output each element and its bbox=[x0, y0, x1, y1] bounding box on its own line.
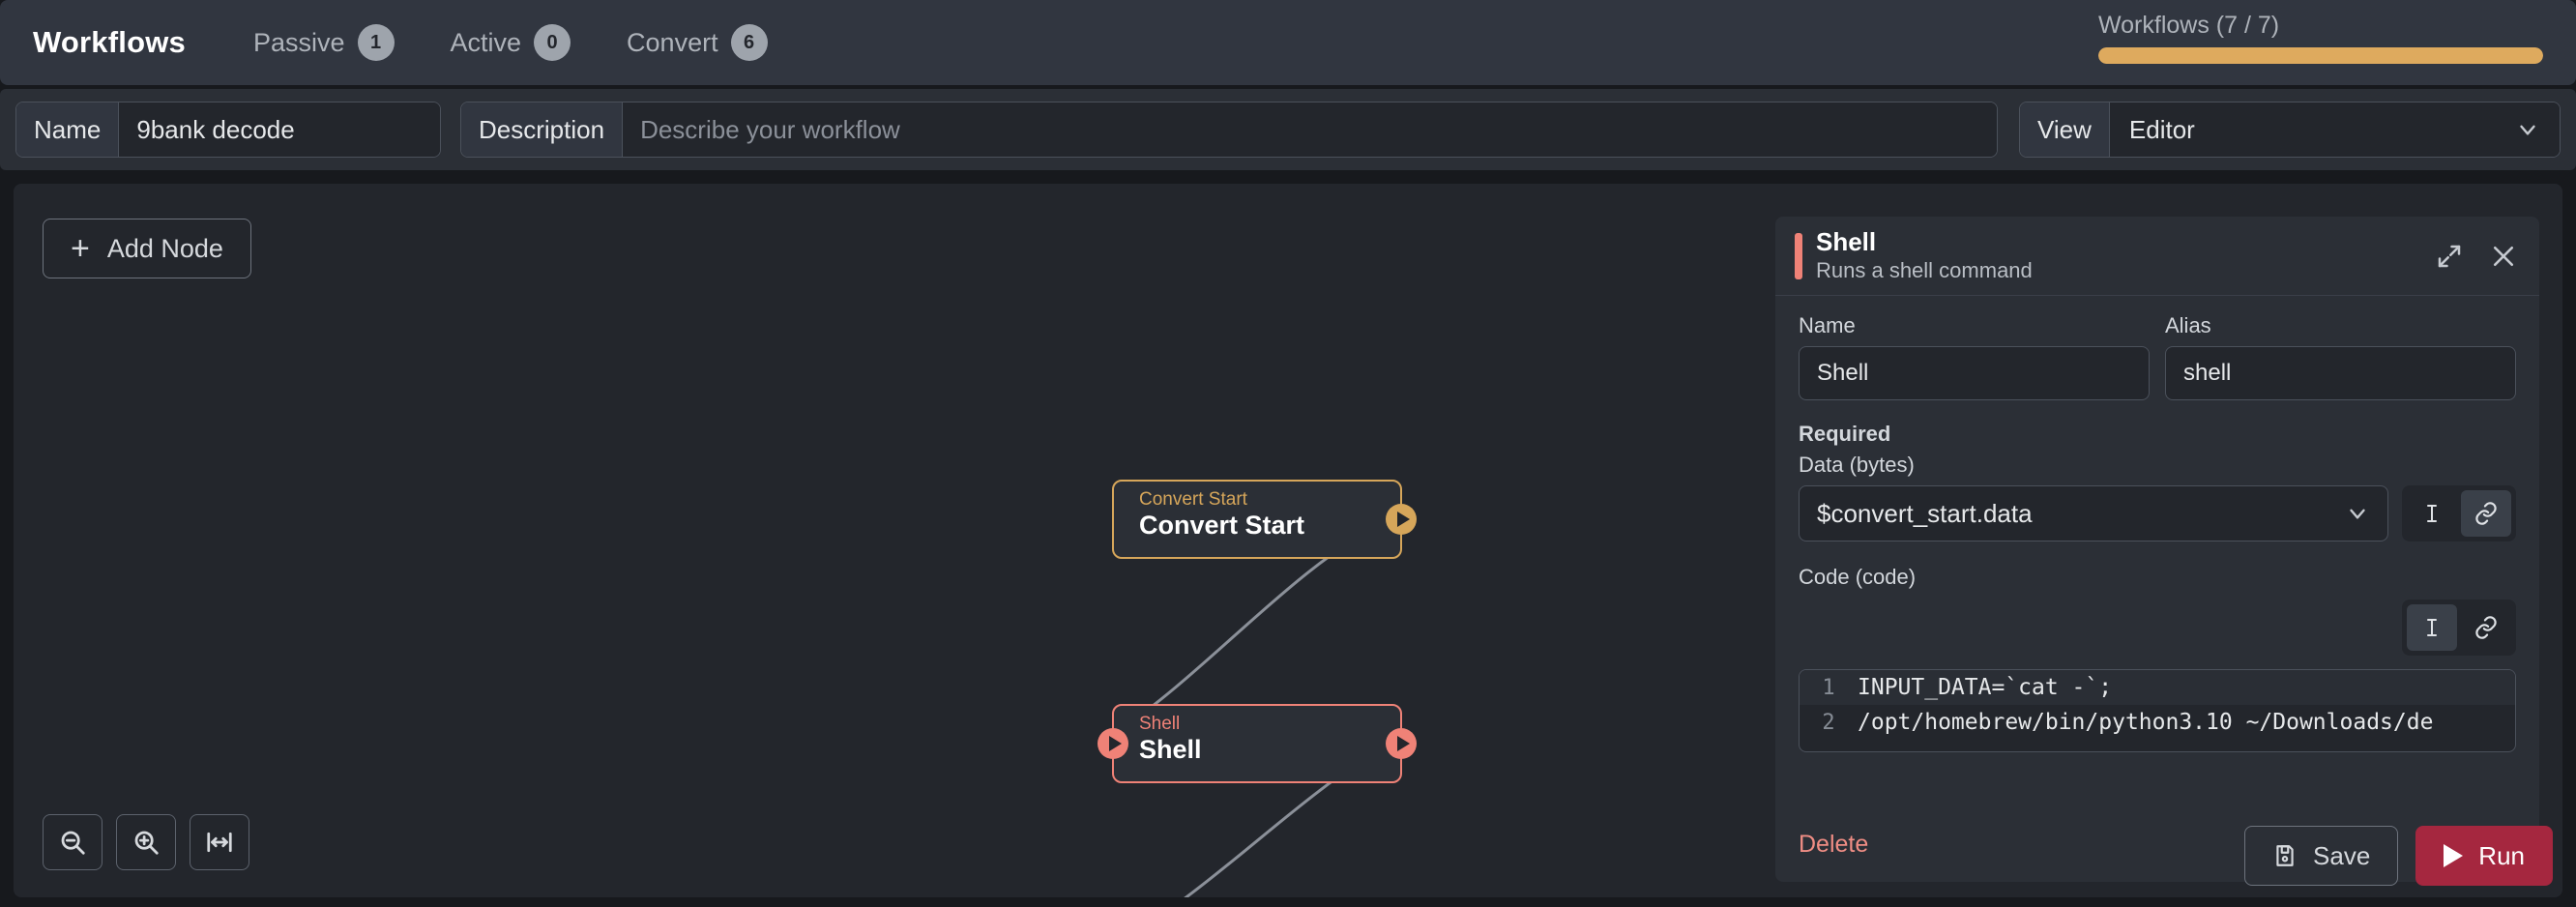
workflow-description-label: Description bbox=[461, 102, 624, 157]
nav-tab-convert[interactable]: Convert 6 bbox=[627, 24, 768, 61]
data-link-icon[interactable] bbox=[2461, 490, 2511, 537]
view-mode-field[interactable]: View Editor bbox=[2019, 102, 2561, 158]
inspector-header: Shell Runs a shell command bbox=[1775, 217, 2539, 296]
save-button-label: Save bbox=[2313, 840, 2371, 870]
inspector-name-input[interactable] bbox=[1799, 346, 2150, 400]
code-field-label: Code (code) bbox=[1799, 565, 1917, 589]
play-icon bbox=[2444, 844, 2464, 867]
node-shell-input-port[interactable] bbox=[1098, 728, 1128, 759]
run-button-label: Run bbox=[2478, 840, 2525, 870]
node-convert-start-type: Convert Start bbox=[1139, 489, 1247, 510]
workflow-name-label: Name bbox=[16, 102, 120, 157]
workflow-name-field[interactable]: Name bbox=[15, 102, 441, 158]
nav-tab-active[interactable]: Active 0 bbox=[451, 24, 571, 61]
app-brand-title: Workflows bbox=[33, 25, 186, 59]
fit-to-width-icon[interactable] bbox=[190, 814, 249, 870]
delete-node-button[interactable]: Delete bbox=[1799, 830, 1869, 858]
workflow-canvas[interactable]: + Add Node Convert Start Convert Start S… bbox=[14, 184, 2562, 897]
nav-tab-passive-count: 1 bbox=[357, 24, 395, 61]
editor-actions: Save Run bbox=[2244, 826, 2553, 886]
workflows-quota-progress-fill bbox=[2098, 47, 2543, 64]
zoom-in-icon[interactable] bbox=[116, 814, 176, 870]
workflows-quota-label: Workflows (7 / 7) bbox=[2098, 12, 2280, 39]
add-node-label: Add Node bbox=[106, 233, 223, 263]
save-button[interactable]: Save bbox=[2244, 826, 2399, 886]
data-value-text: $convert_start.data bbox=[1817, 498, 2033, 528]
workflow-description-input[interactable] bbox=[623, 102, 1997, 157]
workflows-quota-progress bbox=[2098, 47, 2543, 64]
workflow-description-field[interactable]: Description bbox=[460, 102, 1998, 158]
nav-tab-passive[interactable]: Passive 1 bbox=[253, 24, 395, 61]
node-convert-start[interactable]: Convert Start Convert Start bbox=[1112, 480, 1417, 559]
code-text-cursor-icon[interactable] bbox=[2407, 604, 2457, 651]
data-mode-toggle-group bbox=[2402, 485, 2516, 541]
workflow-name-input[interactable] bbox=[119, 102, 440, 157]
play-triangle-icon bbox=[1396, 736, 1410, 751]
inspector-alias-group: Alias bbox=[2165, 313, 2516, 400]
required-section-label: Required bbox=[1799, 422, 1891, 446]
node-shell-name: Shell bbox=[1139, 734, 1202, 764]
workflows-quota: Workflows (7 / 7) bbox=[2098, 12, 2543, 64]
data-field-label: Data (bytes) bbox=[1799, 453, 1915, 477]
nav-tab-convert-label: Convert bbox=[627, 27, 718, 57]
node-shell[interactable]: Shell Shell bbox=[1098, 704, 1417, 783]
view-mode-select[interactable]: Editor bbox=[2109, 102, 2560, 157]
play-triangle-icon bbox=[1396, 512, 1410, 527]
node-convert-start-output-port[interactable] bbox=[1386, 504, 1417, 535]
data-text-cursor-icon[interactable] bbox=[2407, 490, 2457, 537]
code-line-number: 2 bbox=[1822, 710, 1835, 735]
inspector-accent-bar bbox=[1795, 232, 1802, 279]
close-icon[interactable] bbox=[2489, 242, 2518, 271]
save-icon bbox=[2276, 845, 2294, 866]
chevron-down-icon bbox=[2520, 125, 2535, 135]
data-field-row: $convert_start.data bbox=[1799, 485, 2516, 541]
add-node-button[interactable]: + Add Node bbox=[43, 219, 251, 278]
code-editor[interactable]: 1 INPUT_DATA=`cat -`; 2 /opt/homebrew/bi… bbox=[1799, 669, 2516, 752]
chevron-down-icon bbox=[2350, 509, 2365, 519]
code-line[interactable]: 2 /opt/homebrew/bin/python3.10 ~/Downloa… bbox=[1800, 705, 2515, 740]
inspector-footer: Delete bbox=[1775, 806, 2539, 882]
inspector-body: Name Alias Required Data (bytes) $ bbox=[1775, 296, 2539, 806]
play-triangle-icon bbox=[1108, 736, 1122, 751]
nav-tab-active-label: Active bbox=[450, 27, 522, 57]
code-mode-toggle-row bbox=[1799, 600, 2516, 656]
code-mode-toggle-group bbox=[2402, 600, 2516, 656]
node-convert-start-name: Convert Start bbox=[1139, 510, 1305, 540]
inspector-alias-label: Alias bbox=[2165, 313, 2211, 337]
node-graph: Convert Start Convert Start Shell Shell … bbox=[14, 184, 2562, 897]
plus-icon: + bbox=[71, 230, 90, 267]
code-line-text: INPUT_DATA=`cat -`; bbox=[1858, 675, 2113, 700]
code-line[interactable]: 1 INPUT_DATA=`cat -`; bbox=[1800, 670, 2515, 705]
nav-tab-passive-label: Passive bbox=[252, 27, 345, 57]
top-navigation-bar: Workflows Passive 1 Active 0 Convert 6 W… bbox=[0, 0, 2576, 85]
inspector-name-label: Name bbox=[1799, 313, 1856, 337]
inspector-name-group: Name bbox=[1799, 313, 2150, 400]
data-value-select[interactable]: $convert_start.data bbox=[1799, 485, 2388, 541]
run-button[interactable]: Run bbox=[2415, 826, 2553, 886]
node-shell-type: Shell bbox=[1139, 714, 1181, 734]
view-mode-value: Editor bbox=[2128, 114, 2195, 144]
code-line-number: 1 bbox=[1822, 675, 1835, 700]
editor-body: + Add Node Convert Start Convert Start S… bbox=[0, 170, 2576, 907]
node-inspector-panel: Shell Runs a shell command bbox=[1775, 217, 2539, 882]
inspector-alias-input[interactable] bbox=[2165, 346, 2516, 400]
code-line-text: /opt/homebrew/bin/python3.10 ~/Downloads… bbox=[1858, 710, 2434, 735]
node-shell-output-port[interactable] bbox=[1386, 728, 1417, 759]
zoom-out-icon[interactable] bbox=[43, 814, 102, 870]
nav-tab-active-count: 0 bbox=[534, 24, 571, 61]
nav-tab-convert-count: 6 bbox=[730, 24, 768, 61]
canvas-zoom-controls bbox=[43, 814, 249, 870]
inspector-title: Shell bbox=[1816, 227, 1877, 257]
inspector-subtitle: Runs a shell command bbox=[1816, 258, 2033, 283]
expand-icon[interactable] bbox=[2435, 242, 2464, 271]
code-link-icon[interactable] bbox=[2461, 604, 2511, 651]
view-mode-label: View bbox=[2020, 102, 2110, 157]
workflow-meta-bar: Name Description View Editor bbox=[0, 89, 2576, 170]
